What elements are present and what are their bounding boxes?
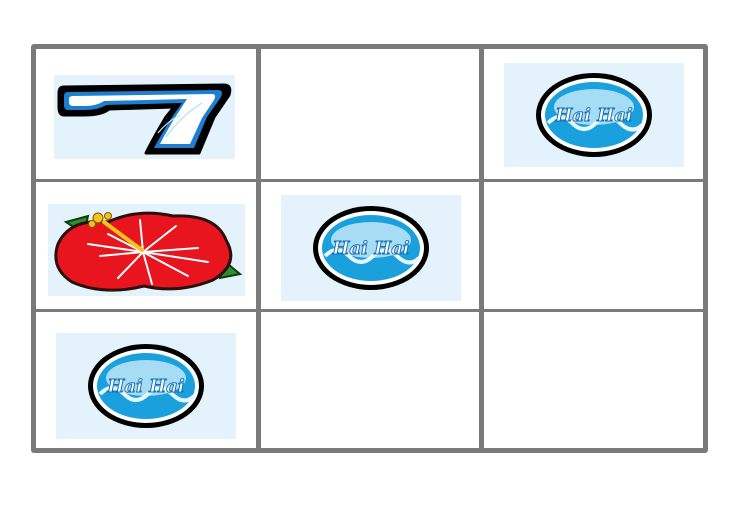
svg-text:Hai Hai: Hai Hai	[106, 376, 184, 397]
grid-divider-vertical	[479, 49, 484, 448]
grid-divider-horizontal	[36, 309, 703, 312]
svg-text:Hai Hai: Hai Hai	[554, 105, 632, 126]
reel-cell-haihai: Hai Hai	[281, 195, 461, 301]
reel-grid: Hai Hai	[31, 44, 708, 453]
seven-icon	[54, 75, 235, 159]
reel-cell-haihai: Hai Hai	[56, 333, 236, 439]
hibiscus-icon	[48, 204, 245, 296]
haihai-bubble-icon: Hai Hai	[56, 333, 236, 439]
svg-text:Hai Hai: Hai Hai	[331, 238, 409, 259]
reel-cell-seven	[54, 75, 235, 159]
grid-divider-vertical	[256, 49, 261, 448]
reel-cell-haihai: Hai Hai	[504, 63, 684, 167]
haihai-bubble-icon: Hai Hai	[504, 63, 684, 167]
reel-cell-hibiscus	[48, 204, 245, 296]
grid-divider-horizontal	[36, 179, 703, 182]
haihai-bubble-icon: Hai Hai	[281, 195, 461, 301]
